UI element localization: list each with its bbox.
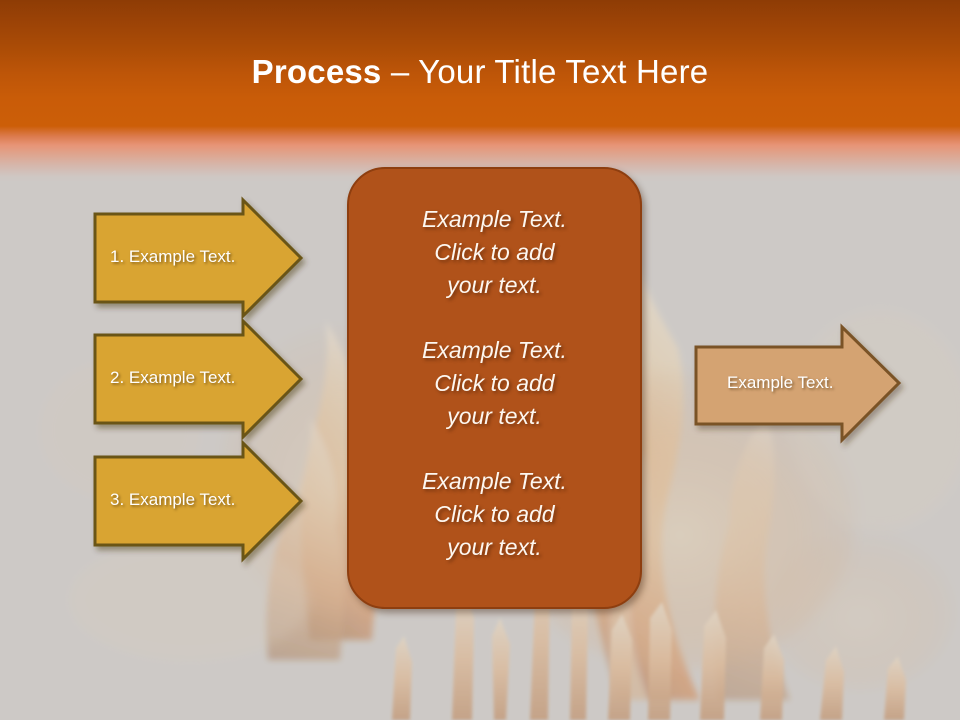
panel-block-2-line-1: Example Text. [422,337,567,363]
panel-block-1-line-1: Example Text. [422,206,567,232]
arrow-shape [694,323,902,444]
panel-block-1-line-2: Click to add [434,239,555,265]
panel-block-3-line-2: Click to add [434,501,555,527]
arrow-shape [93,196,304,320]
input-arrow-2[interactable]: 2. Example Text. [92,317,304,441]
panel-block-3-line-3: your text. [447,534,542,560]
header-band [0,0,960,126]
page-title-emphasis: Process [251,53,382,90]
output-arrow[interactable]: Example Text. [693,323,903,444]
panel-text-block-1: Example Text. Click to add your text. [370,203,620,302]
arrow-shape [93,317,304,441]
panel-text-block-2: Example Text. Click to add your text. [370,334,620,433]
panel-text-block-3: Example Text. Click to add your text. [370,465,620,564]
arrow-shape [93,439,304,563]
page-title-rest: – Your Title Text Here [381,53,709,90]
panel-block-3-line-1: Example Text. [422,468,567,494]
input-arrow-3[interactable]: 3. Example Text. [92,439,304,563]
panel-block-2-line-2: Click to add [434,370,555,396]
panel-block-1-line-3: your text. [447,272,542,298]
panel-block-2-line-3: your text. [447,403,542,429]
input-arrow-1[interactable]: 1. Example Text. [92,196,304,320]
page-title: Process – Your Title Text Here [0,52,960,92]
center-content-panel[interactable]: Example Text. Click to add your text. Ex… [347,167,642,609]
